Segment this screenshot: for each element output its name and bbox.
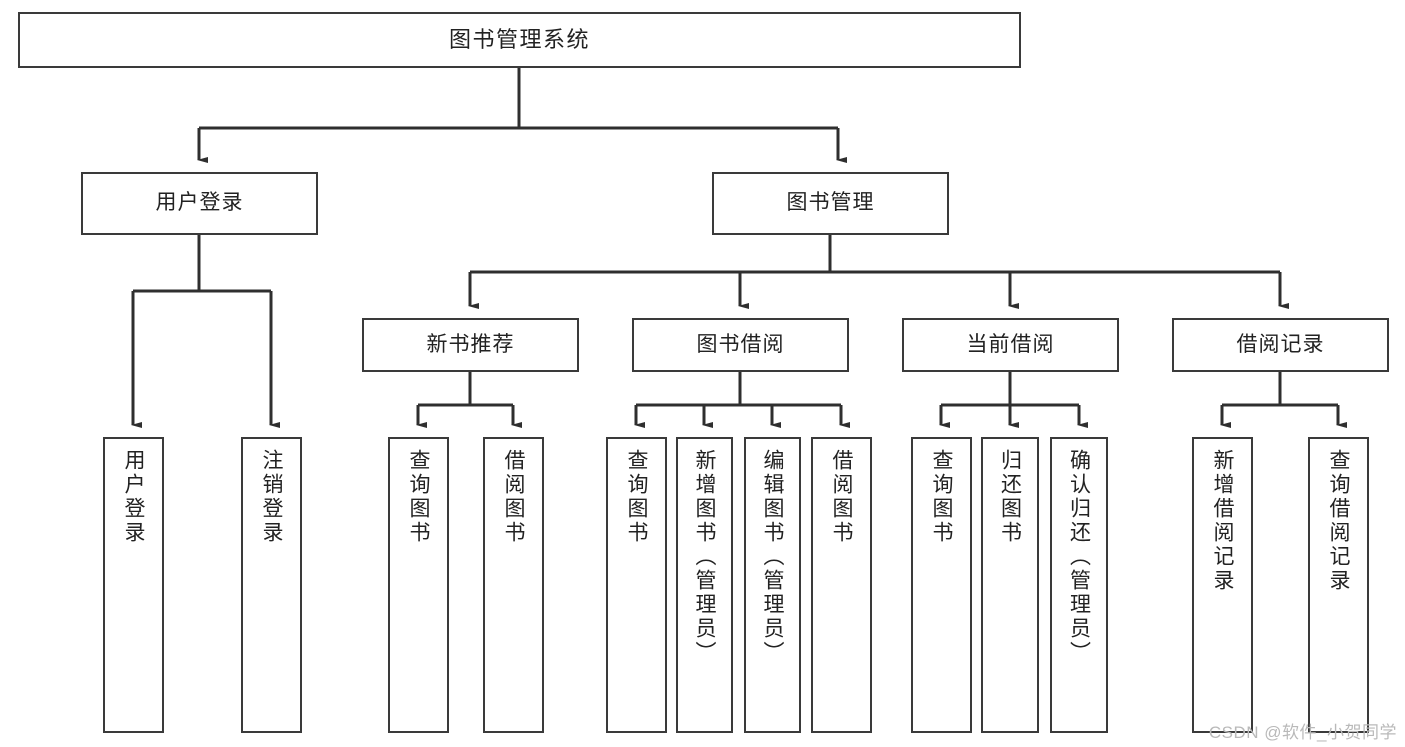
node-book-borrow[interactable]: 图书借阅 xyxy=(632,318,849,372)
node-current-borrow[interactable]: 当前借阅 xyxy=(902,318,1119,372)
node-leaf-user-login[interactable]: 用户登录 xyxy=(103,437,164,733)
node-leaf-query-record[interactable]: 查询借阅记录 xyxy=(1308,437,1369,733)
node-current-borrow-label: 当前借阅 xyxy=(966,332,1055,356)
node-root[interactable]: 图书管理系统 xyxy=(18,12,1021,68)
node-leaf-add-record-label: 新增借阅记录 xyxy=(1211,449,1234,593)
node-leaf-query-record-label: 查询借阅记录 xyxy=(1327,449,1350,593)
node-leaf-query-book-2[interactable]: 查询图书 xyxy=(606,437,667,733)
node-leaf-borrow-book-1[interactable]: 借阅图书 xyxy=(483,437,544,733)
node-leaf-borrow-book-2-label: 借阅图书 xyxy=(830,449,853,545)
node-leaf-query-book-1[interactable]: 查询图书 xyxy=(388,437,449,733)
node-borrow-record-label: 借阅记录 xyxy=(1236,332,1325,356)
node-book-borrow-label: 图书借阅 xyxy=(696,332,785,356)
node-leaf-return-book[interactable]: 归还图书 xyxy=(981,437,1039,733)
node-leaf-confirm-return[interactable]: 确认归还（管理员） xyxy=(1050,437,1108,733)
node-leaf-confirm-return-label: 确认归还（管理员） xyxy=(1067,449,1091,665)
node-new-book-recommend-label: 新书推荐 xyxy=(426,332,515,356)
node-leaf-edit-book-label: 编辑图书（管理员） xyxy=(761,449,784,665)
node-leaf-query-book-3-label: 查询图书 xyxy=(930,449,953,545)
node-leaf-borrow-book-1-label: 借阅图书 xyxy=(502,449,525,545)
node-leaf-query-book-3[interactable]: 查询图书 xyxy=(911,437,972,733)
node-user-login-label: 用户登录 xyxy=(155,191,244,215)
node-leaf-logout-login[interactable]: 注销登录 xyxy=(241,437,302,733)
node-leaf-logout-login-label: 注销登录 xyxy=(260,449,283,545)
node-leaf-user-login-label: 用户登录 xyxy=(122,449,145,545)
node-user-login[interactable]: 用户登录 xyxy=(81,172,318,235)
csdn-watermark: CSDN @软件_小贺同学 xyxy=(1208,723,1397,742)
node-borrow-record[interactable]: 借阅记录 xyxy=(1172,318,1389,372)
node-leaf-add-book[interactable]: 新增图书（管理员） xyxy=(676,437,733,733)
node-leaf-borrow-book-2[interactable]: 借阅图书 xyxy=(811,437,872,733)
node-new-book-recommend[interactable]: 新书推荐 xyxy=(362,318,579,372)
node-book-manage[interactable]: 图书管理 xyxy=(712,172,949,235)
node-root-label: 图书管理系统 xyxy=(448,27,590,53)
node-leaf-add-record[interactable]: 新增借阅记录 xyxy=(1192,437,1253,733)
node-book-manage-label: 图书管理 xyxy=(786,191,875,215)
node-leaf-add-book-label: 新增图书（管理员） xyxy=(693,449,716,665)
node-leaf-return-book-label: 归还图书 xyxy=(998,449,1022,545)
node-leaf-query-book-2-label: 查询图书 xyxy=(625,449,648,545)
node-leaf-edit-book[interactable]: 编辑图书（管理员） xyxy=(744,437,801,733)
node-leaf-query-book-1-label: 查询图书 xyxy=(407,449,430,545)
